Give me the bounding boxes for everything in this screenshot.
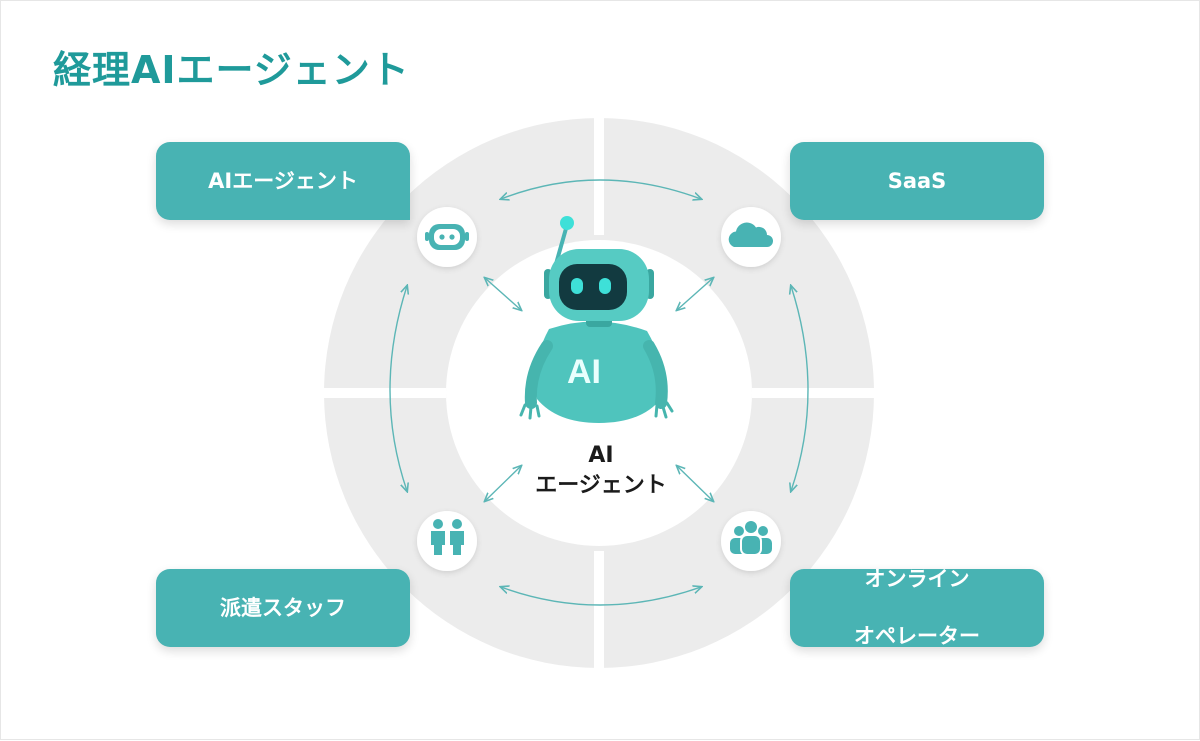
node-staffing-box: 派遣スタッフ	[156, 569, 410, 647]
arrow-top	[501, 179, 701, 199]
arrows	[389, 179, 809, 606]
online-operator-line2: オペレーター	[854, 624, 980, 649]
robot-face-icon	[425, 224, 469, 250]
arrow-left	[389, 286, 407, 491]
arrow-right	[791, 286, 809, 491]
ring-divider-top	[594, 111, 604, 235]
node-ai-agent-box: AIエージェント	[156, 142, 410, 220]
robot-icon: AI	[519, 216, 674, 423]
center-label: AI エージェント	[501, 441, 701, 500]
arrow-bottom	[501, 587, 701, 606]
arrow-diag-bl	[485, 466, 521, 501]
node-cloud	[721, 207, 781, 267]
ring-divider-left	[316, 388, 446, 398]
center-label-line1: AI	[588, 443, 614, 468]
people-pair-icon	[431, 519, 464, 555]
robot-chest-text: AI	[567, 353, 601, 391]
icon-circle-people	[417, 511, 477, 571]
node-saas-box: SaaS	[790, 142, 1044, 220]
node-online-operator-box: オンライン オペレーター	[790, 567, 1044, 649]
arrow-diag-tr	[677, 278, 713, 310]
center-label-line2: エージェント	[535, 472, 667, 498]
node-group	[721, 511, 781, 571]
ring-divider-right	[752, 388, 882, 398]
node-robot-face	[417, 207, 477, 267]
cloud-icon	[728, 222, 773, 247]
arrow-diag-tl	[485, 278, 521, 310]
online-operator-line1: オンライン	[864, 567, 970, 592]
group-icon	[730, 521, 772, 556]
ring-divider-bottom	[594, 551, 604, 675]
arrow-diag-br	[677, 466, 713, 501]
node-people	[417, 511, 477, 571]
page-title: 経理AIエージェント	[53, 48, 410, 92]
